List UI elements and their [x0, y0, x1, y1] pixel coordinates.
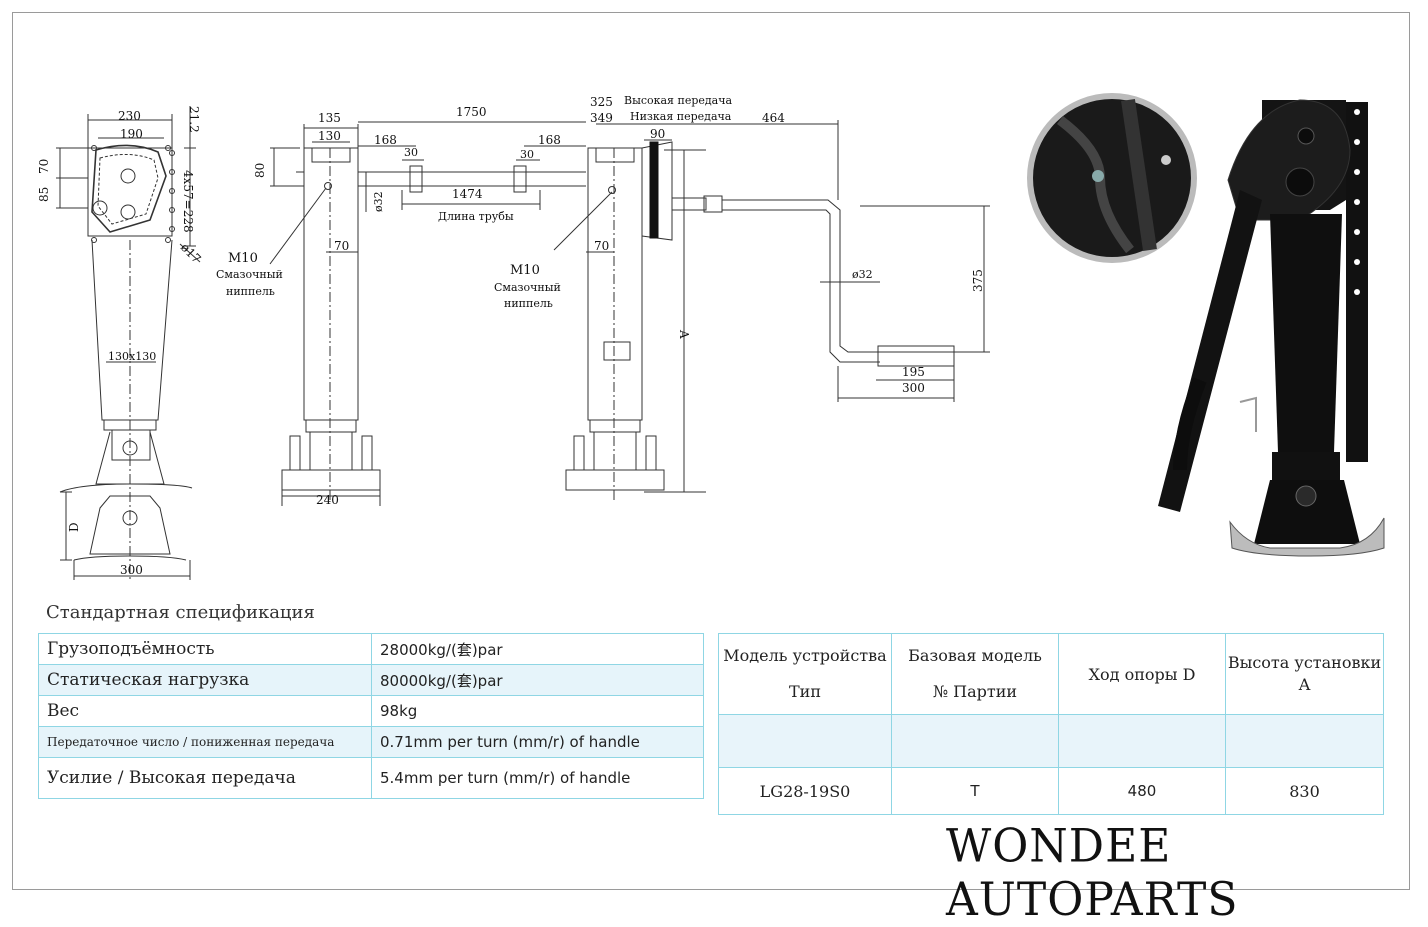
cell-height: 830	[1225, 767, 1384, 815]
dim-168-left: 168	[374, 133, 397, 147]
dim-21-2: 21.2	[187, 106, 201, 133]
header-model-line1: Модель устройства	[723, 646, 887, 665]
front-view-right	[553, 120, 990, 500]
side-view	[56, 106, 201, 580]
model-table-band	[718, 714, 1384, 768]
grease-nipple-label-right-2: ниппель	[504, 297, 553, 310]
technical-drawing: 230 190 21.2 70 85 4x57=228 ø17 130x130 …	[37, 93, 1385, 580]
table-row: LG28-19S0 T 480 830	[718, 767, 1384, 815]
page-frame	[12, 12, 1410, 890]
header-install-height: Высота установки A	[1225, 633, 1384, 715]
dim-240: 240	[316, 493, 339, 507]
m10-label-right: M10	[510, 263, 540, 278]
spec-row: Передаточное число / пониженная передача…	[38, 726, 704, 758]
cell-model: LG28-19S0	[718, 767, 892, 815]
front-view-left	[269, 121, 586, 506]
spec-label: Усилие / Высокая передача	[38, 757, 372, 799]
dim-1750: 1750	[456, 105, 487, 119]
dim-300-foot: 300	[120, 563, 143, 577]
dim-464: 464	[762, 111, 785, 125]
header-model: Модель устройства Тип	[718, 633, 892, 715]
landing-gear-photo	[1158, 99, 1385, 557]
dim-32-shaft: ø32	[372, 191, 385, 212]
detail-photo-circle	[1027, 93, 1197, 263]
dim-349: 349	[590, 111, 613, 125]
dim-85: 85	[37, 187, 51, 202]
dim-230: 230	[118, 109, 141, 123]
spec-value: 80000kg/(套)par	[371, 664, 704, 696]
header-stroke: Ход опоры D	[1058, 633, 1226, 715]
dim-30-left: 30	[404, 146, 418, 159]
dim-130x130: 130x130	[108, 350, 156, 363]
spec-table: Грузоподъёмность 28000kg/(套)par Статичес…	[38, 633, 704, 799]
spec-label: Передаточное число / пониженная передача	[38, 726, 372, 758]
spec-value: 28000kg/(套)par	[371, 633, 704, 665]
dim-1474: 1474	[452, 187, 483, 201]
spec-label: Вес	[38, 695, 372, 727]
grease-nipple-label-left-2: ниппель	[226, 285, 275, 298]
header-base-model: Базовая модель № Партии	[891, 633, 1059, 715]
pipe-length-label: Длина трубы	[438, 210, 514, 223]
grease-nipple-label-left-1: Смазочный	[216, 268, 283, 281]
spec-row: Вес 98kg	[38, 695, 704, 727]
dim-70-plate: 70	[37, 159, 51, 174]
spec-row: Статическая нагрузка 80000kg/(套)par	[38, 664, 704, 696]
dim-90: 90	[650, 127, 665, 141]
spec-label: Статическая нагрузка	[38, 664, 372, 696]
cell-stroke: 480	[1058, 767, 1226, 815]
grease-nipple-label-right-1: Смазочный	[494, 281, 561, 294]
dim-195: 195	[902, 365, 925, 379]
dim-375: 375	[971, 269, 985, 292]
model-table: Модель устройства Тип Базовая модель № П…	[718, 633, 1384, 815]
header-base-line2: № Партии	[932, 682, 1018, 701]
dim-30-right: 30	[520, 148, 534, 161]
header-model-line2: Тип	[789, 682, 821, 701]
model-table-header: Модель устройства Тип Базовая модель № П…	[718, 633, 1384, 715]
cell-part: T	[891, 767, 1059, 815]
dim-32-handle: ø32	[852, 268, 873, 281]
spec-value: 0.71mm per turn (mm/r) of handle	[371, 726, 704, 758]
spec-value: 98kg	[371, 695, 704, 727]
header-base-line1: Базовая модель	[908, 646, 1042, 665]
dim-325: 325	[590, 95, 613, 109]
brand-title: WONDEE AUTOPARTS	[946, 819, 1239, 927]
dim-300-handle: 300	[902, 381, 925, 395]
dim-190: 190	[120, 127, 143, 141]
dim-168-right: 168	[538, 133, 561, 147]
dim-A: A	[677, 329, 691, 339]
dim-4x57: 4x57=228	[181, 170, 195, 233]
header-height-line1: Высота установки	[1227, 653, 1382, 672]
header-height-line2: A	[1298, 675, 1311, 694]
low-gear-label: Низкая передача	[630, 110, 732, 123]
high-gear-label: Высокая передача	[624, 94, 732, 107]
spec-value: 5.4mm per turn (mm/r) of handle	[371, 757, 704, 799]
dim-135: 135	[318, 111, 341, 125]
spec-row: Усилие / Высокая передача 5.4mm per turn…	[38, 757, 704, 799]
dim-80: 80	[253, 163, 267, 178]
spec-row: Грузоподъёмность 28000kg/(套)par	[38, 633, 704, 665]
m10-label-left: M10	[228, 251, 258, 266]
dim-D: D	[67, 522, 81, 532]
dim-70-right-leg: 70	[594, 239, 609, 253]
dim-130: 130	[318, 129, 341, 143]
spec-label: Грузоподъёмность	[38, 633, 372, 665]
dim-70-left-leg: 70	[334, 239, 349, 253]
spec-title: Стандартная спецификация	[46, 602, 315, 623]
